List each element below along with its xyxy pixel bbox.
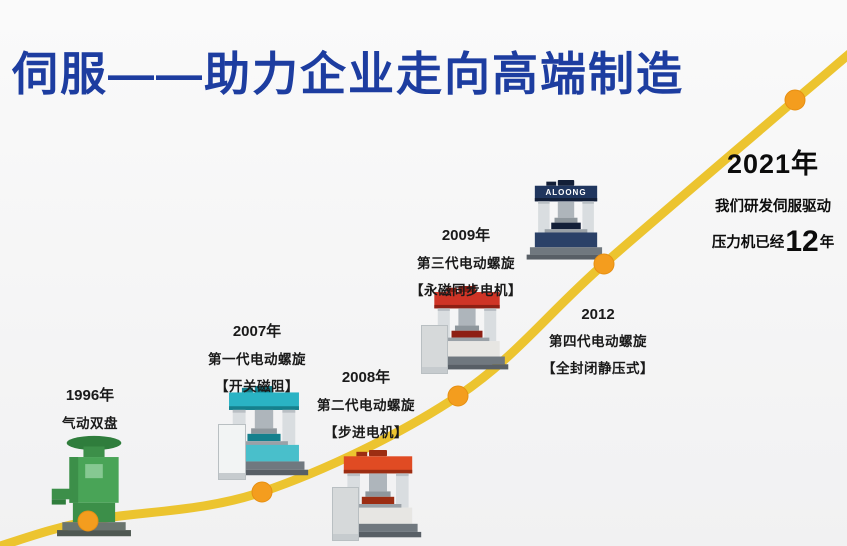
highlight-line1: 我们研发伺服驱动: [715, 199, 831, 215]
milestone-year: 2009年: [441, 227, 491, 244]
highlight-years-count: 12: [785, 225, 819, 258]
milestone-description: 【全封闭静压式】: [542, 361, 654, 376]
page-title: 伺服——助力企业走向高端制造: [12, 48, 684, 100]
control-cabinet-2008: [332, 487, 359, 541]
milestone-description: 第一代电动螺旋: [208, 352, 306, 367]
milestone-year: 2007年: [232, 323, 282, 340]
highlight-line2-suffix: 年: [819, 235, 835, 251]
control-cabinet-2007: [218, 424, 246, 480]
milestone-year: 2012: [581, 306, 615, 323]
milestone-description: 【步进电机】: [324, 425, 408, 440]
milestone-year: 1996年: [65, 387, 115, 404]
milestone-year: 2008年: [341, 369, 391, 386]
highlight-line2: 压力机已经12年: [700, 225, 846, 259]
milestone-description: 【永磁同步电机】: [410, 283, 522, 298]
milestone-description: 第三代电动螺旋: [417, 256, 515, 271]
highlight-line2-prefix: 压力机已经: [711, 235, 785, 251]
highlight-year: 2021年: [726, 149, 820, 179]
milestone-label-1996: 1996年 气动双盘: [38, 384, 142, 432]
milestone-dot-2008: [447, 385, 469, 407]
milestone-label-2008: 2008年 第二代电动螺旋 【步进电机】: [300, 366, 432, 441]
milestone-description: 第四代电动螺旋: [549, 334, 647, 349]
machine-pneumatic-double-disc-press: [50, 426, 138, 538]
milestone-label-2009: 2009年 第三代电动螺旋 【永磁同步电机】: [396, 224, 536, 299]
milestone-label-2012: 2012 第四代电动螺旋 【全封闭静压式】: [528, 306, 668, 377]
milestone-description: 第二代电动螺旋: [317, 398, 415, 413]
milestone-description: 气动双盘: [62, 416, 118, 431]
highlight-2021: 2021年 我们研发伺服驱动 压力机已经12年: [700, 142, 846, 259]
machine-brand-label: ALOONG: [545, 188, 587, 197]
milestone-dot-2007: [251, 481, 273, 503]
milestone-dot-2021: [784, 89, 806, 111]
